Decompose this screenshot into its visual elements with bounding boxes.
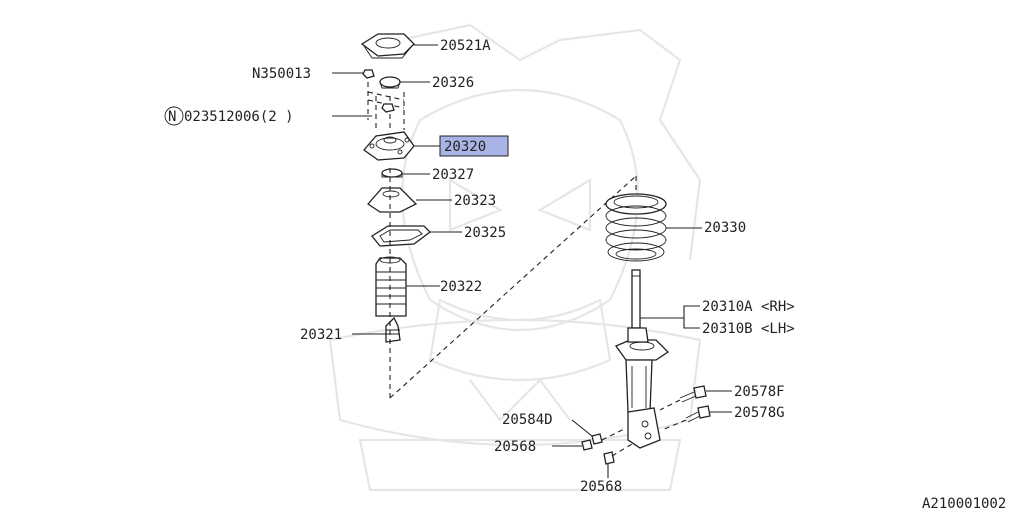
label-spring-rubber-seat[interactable]: 20325 — [464, 225, 506, 241]
spring-rubber-seat-part[interactable] — [371, 225, 431, 247]
dust-boot-part[interactable] — [375, 256, 407, 317]
label-mount-cap[interactable]: 20521A — [440, 38, 491, 54]
bolt-f-part[interactable] — [679, 385, 707, 403]
strut-assembly-part[interactable] — [615, 269, 670, 449]
bolt-g-part[interactable] — [685, 405, 711, 423]
spacer-part[interactable] — [381, 168, 403, 178]
label-spacer[interactable]: 20327 — [432, 167, 474, 183]
label-nut-bottom[interactable]: 20568 — [580, 479, 622, 495]
label-nut-circled: 023512006(2 ) — [184, 109, 294, 125]
watermark-logo — [328, 23, 702, 492]
label-strut-mount[interactable]: 20320 — [444, 139, 486, 155]
circled-n-letter: N — [168, 109, 176, 125]
mount-cap-part[interactable] — [360, 33, 415, 59]
nut-d-part[interactable] — [591, 433, 603, 445]
label-nut-upper[interactable]: N350013 — [252, 66, 311, 82]
bump-stopper-part[interactable] — [385, 316, 401, 343]
label-bump-stopper[interactable]: 20321 — [300, 327, 342, 343]
bolt-f-guide — [659, 399, 681, 411]
label-nut-d[interactable]: 20584D — [502, 412, 553, 428]
nut-bottom-guide — [611, 443, 633, 457]
leader-line — [571, 419, 593, 437]
label-dust-boot[interactable]: 20322 — [440, 279, 482, 295]
label-bolt-f[interactable]: 20578F — [734, 384, 785, 400]
leader-bracket — [640, 305, 700, 329]
small-nut-part[interactable] — [381, 103, 395, 113]
nut-d-guide — [601, 427, 627, 441]
circled-n-icon — [164, 106, 184, 126]
nut-bottom-part[interactable] — [603, 451, 615, 465]
nut-left-part[interactable] — [581, 439, 593, 451]
strut-mount-part[interactable] — [363, 131, 415, 161]
label-nut-left[interactable]: 20568 — [494, 439, 536, 455]
label-spring-seat-upper[interactable]: 20323 — [454, 193, 496, 209]
label-washer[interactable]: 20326 — [432, 75, 474, 91]
washer-part[interactable] — [379, 76, 401, 89]
highlight-box — [439, 135, 509, 157]
diagram-code: A210001002 — [922, 496, 1006, 512]
label-bolt-g[interactable]: 20578G — [734, 405, 785, 421]
spring-seat-upper-part[interactable] — [367, 187, 418, 213]
label-coil-spring[interactable]: 20330 — [704, 220, 746, 236]
nut-upper-part[interactable] — [362, 69, 375, 79]
bolt-g-guide — [661, 419, 687, 431]
label-strut-rh[interactable]: 20310A <RH> — [702, 299, 795, 315]
coil-spring-part[interactable] — [605, 193, 667, 262]
nut-circled-label[interactable]: N 023512006(2 ) — [164, 106, 294, 126]
label-strut-lh[interactable]: 20310B <LH> — [702, 321, 795, 337]
